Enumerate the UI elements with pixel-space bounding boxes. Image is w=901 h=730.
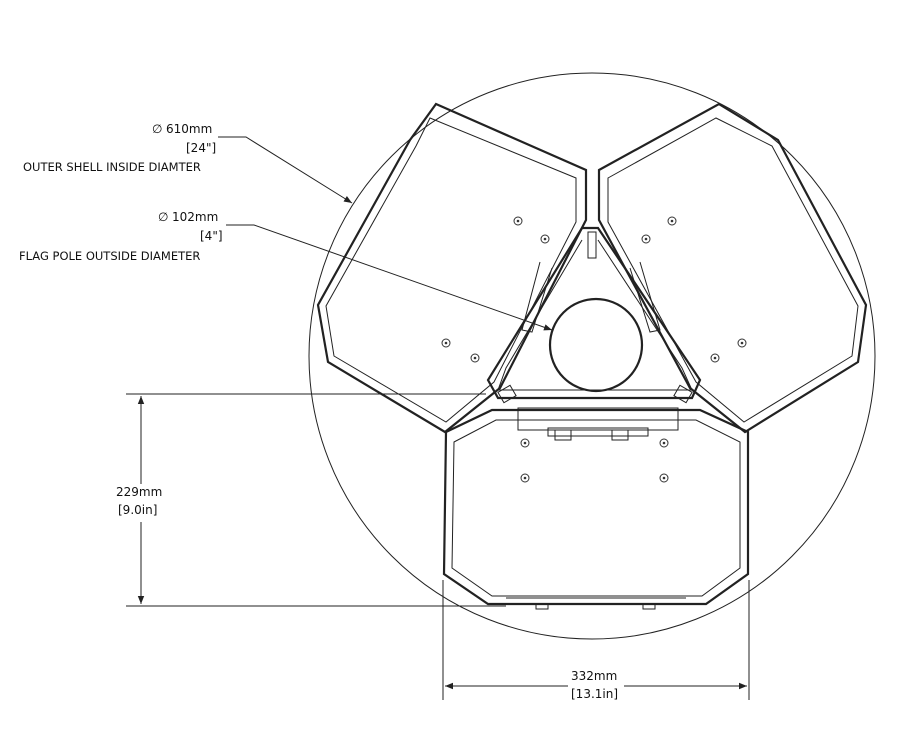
left-panel: [316, 102, 588, 434]
mounting-bolts: [441, 216, 747, 483]
diameter-symbol: ∅: [158, 210, 168, 224]
shell-dimension: 610mm: [166, 122, 212, 136]
flag-pole-circle: [548, 297, 644, 393]
pole-diameter-callout: ∅ 102mm [4"] FLAG POLE OUTSIDE DIAMETER: [19, 210, 553, 331]
shell-description: OUTER SHELL INSIDE DIAMTER: [23, 160, 201, 174]
outer-shell-circle: [308, 72, 876, 640]
bottom-panel: [442, 408, 750, 610]
height-dimension: 229mm [9.0in]: [116, 393, 506, 607]
center-bracket: [486, 226, 702, 441]
shell-imperial: [24"]: [186, 141, 216, 155]
width-metric: 332mm: [571, 669, 617, 683]
pole-dimension: 102mm: [172, 210, 218, 224]
width-dimension: 332mm [13.1in]: [442, 580, 750, 701]
width-imperial: [13.1in]: [571, 687, 618, 701]
pole-description: FLAG POLE OUTSIDE DIAMETER: [19, 249, 200, 263]
pole-imperial: [4"]: [200, 229, 223, 243]
diameter-symbol: ∅: [152, 122, 162, 136]
height-metric: 229mm: [116, 485, 162, 499]
right-panel: [597, 102, 868, 434]
shell-diameter-callout: ∅ 610mm [24"] OUTER SHELL INSIDE DIAMTER: [23, 122, 353, 204]
height-imperial: [9.0in]: [118, 503, 157, 517]
